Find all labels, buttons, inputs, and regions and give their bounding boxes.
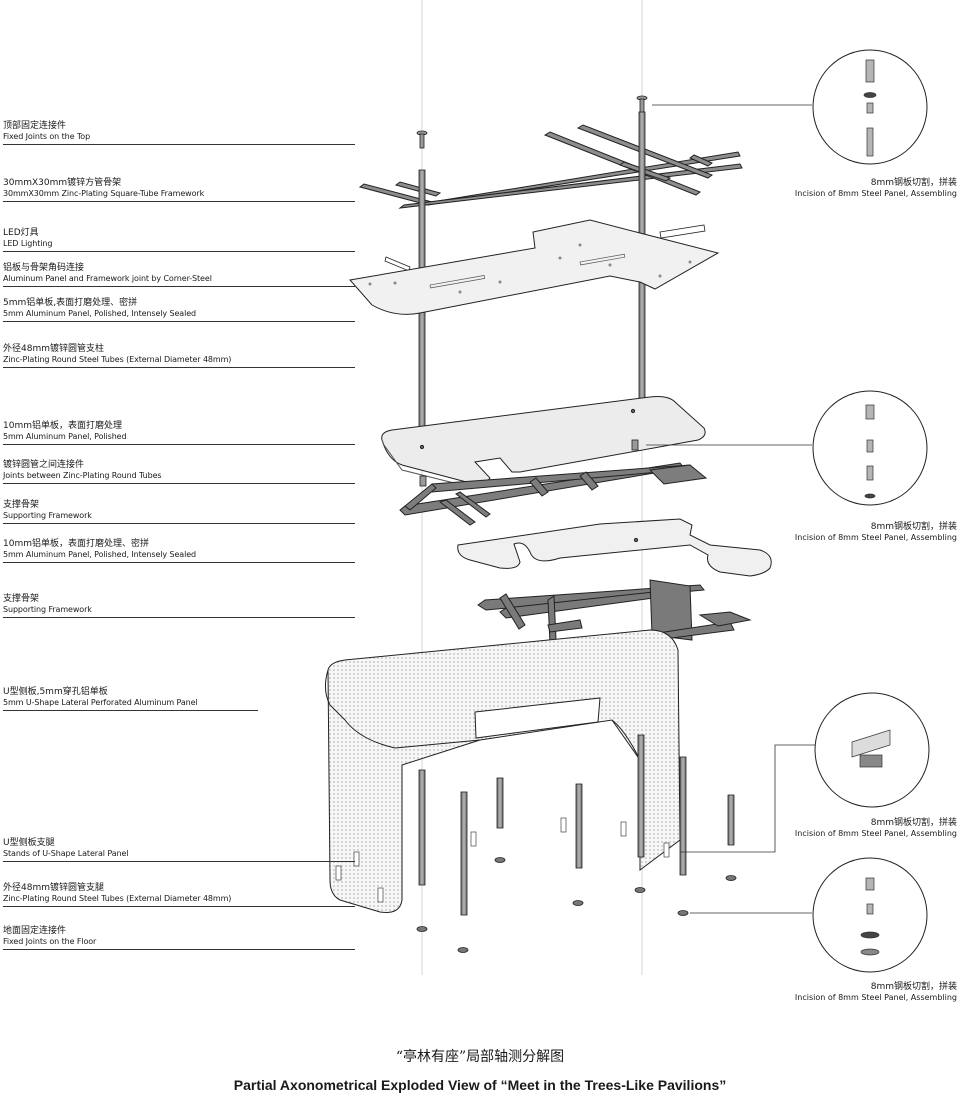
detail-zh: 8mm钢板切割，拼装 bbox=[870, 818, 957, 828]
label-en: Aluminum Panel and Framework joint by Co… bbox=[3, 274, 212, 283]
label-en: 5mm Aluminum Panel, Polished bbox=[3, 432, 127, 441]
label-supporting-framework-2: 支撑骨架 Supporting Framework bbox=[3, 594, 355, 618]
label-en: 5mm Aluminum Panel, Polished, Intensely … bbox=[3, 309, 197, 318]
label-en: 5mm Aluminum Panel, Polished, Intensely … bbox=[3, 550, 197, 559]
label-supporting-framework-1: 支撑骨架 Supporting Framework bbox=[3, 500, 355, 524]
detail-en: Incision of 8mm Steel Panel, Assembling bbox=[794, 189, 957, 198]
label-zh: 顶部固定连接件 bbox=[3, 121, 67, 131]
detail-leader-lines bbox=[646, 104, 815, 914]
label-zh: 10mm铝单板，表面打磨处理 bbox=[3, 421, 122, 431]
label-10mm-aluminum-panel: 10mm铝单板，表面打磨处理 5mm Aluminum Panel, Polis… bbox=[3, 421, 355, 445]
label-led-lighting: LED灯具 LED Lighting bbox=[3, 228, 355, 252]
detail-caption-2: 8mm钢板切割，拼装 Incision of 8mm Steel Panel, … bbox=[795, 522, 957, 543]
label-en: Joints between Zinc-Plating Round Tubes bbox=[3, 471, 162, 480]
label-u-shape-panel: U型侧板,5mm穿孔铝单板 5mm U-Shape Lateral Perfor… bbox=[3, 687, 258, 711]
detail-caption-4: 8mm钢板切割，拼装 Incision of 8mm Steel Panel, … bbox=[795, 982, 957, 1003]
label-en: Stands of U-Shape Lateral Panel bbox=[3, 849, 129, 858]
label-zh: 地面固定连接件 bbox=[3, 926, 67, 936]
label-en: Zinc-Plating Round Steel Tubes (External… bbox=[3, 355, 232, 364]
round-steel-legs bbox=[418, 734, 735, 916]
label-square-tube-framework: 30mmX30mm镀锌方管骨架 30mmX30mm Zinc-Plating S… bbox=[3, 178, 355, 202]
wave-aluminum-panel bbox=[457, 518, 772, 577]
label-en: 5mm U-Shape Lateral Perforated Aluminum … bbox=[3, 698, 198, 707]
label-round-steel-legs: 外径48mm镀锌圆管支腿 Zinc-Plating Round Steel Tu… bbox=[3, 883, 355, 907]
detail-en: Incision of 8mm Steel Panel, Assembling bbox=[794, 829, 957, 838]
label-zh: 铝板与骨架角码连接 bbox=[3, 263, 85, 273]
label-corner-steel-joint: 铝板与骨架角码连接 Aluminum Panel and Framework j… bbox=[3, 263, 355, 287]
detail-en: Incision of 8mm Steel Panel, Assembling bbox=[794, 533, 957, 542]
label-tube-joints: 镀锌圆管之间连接件 Joints between Zinc-Plating Ro… bbox=[3, 460, 355, 484]
label-zh: LED灯具 bbox=[3, 228, 39, 238]
detail-drawings bbox=[851, 59, 891, 956]
detail-zh: 8mm钢板切割，拼装 bbox=[870, 522, 957, 532]
label-zh: 支撑骨架 bbox=[3, 500, 40, 510]
label-en: Fixed Joints on the Top bbox=[3, 132, 91, 141]
label-en: LED Lighting bbox=[3, 239, 53, 248]
u-shape-perforated-panel bbox=[324, 629, 681, 913]
label-round-steel-columns: 外径48mm镀锌圆管支柱 Zinc-Plating Round Steel Tu… bbox=[3, 344, 355, 368]
label-5mm-aluminum-panel: 5mm铝单板,表面打磨处理、密拼 5mm Aluminum Panel, Pol… bbox=[3, 298, 355, 322]
supporting-framework-lower bbox=[477, 579, 752, 645]
label-en: Supporting Framework bbox=[3, 511, 92, 520]
label-zh: 外径48mm镀锌圆管支腿 bbox=[3, 883, 104, 893]
detail-en: Incision of 8mm Steel Panel, Assembling bbox=[794, 993, 957, 1002]
label-lateral-panel-stands: U型侧板支腿 Stands of U-Shape Lateral Panel bbox=[3, 838, 355, 862]
label-10mm-sealed-panel: 10mm铝单板，表面打磨处理、密拼 5mm Aluminum Panel, Po… bbox=[3, 539, 355, 563]
detail-zh: 8mm钢板切割，拼装 bbox=[870, 178, 957, 188]
figure-title: “亭林有座”局部轴测分解图 Partial Axonometrical Expl… bbox=[0, 1048, 960, 1094]
detail-caption-3: 8mm钢板切割，拼装 Incision of 8mm Steel Panel, … bbox=[795, 818, 957, 839]
label-en: Fixed Joints on the Floor bbox=[3, 937, 97, 946]
detail-zh: 8mm钢板切割，拼装 bbox=[870, 982, 957, 992]
label-en: Zinc-Plating Round Steel Tubes (External… bbox=[3, 894, 232, 903]
label-en: 30mmX30mm Zinc-Plating Square-Tube Frame… bbox=[3, 189, 205, 198]
floor-fixed-joints bbox=[416, 857, 737, 953]
tube-joints bbox=[419, 439, 639, 487]
label-floor-fixed-joints: 地面固定连接件 Fixed Joints on the Floor bbox=[3, 926, 355, 950]
label-zh: 外径48mm镀锌圆管支柱 bbox=[3, 344, 104, 354]
top-aluminum-panel bbox=[349, 219, 720, 315]
lateral-panel-stands bbox=[335, 817, 670, 903]
label-top-fixed-joints: 顶部固定连接件 Fixed Joints on the Top bbox=[3, 121, 355, 145]
label-zh: 30mmX30mm镀锌方管骨架 bbox=[3, 178, 122, 188]
detail-caption-1: 8mm钢板切割，拼装 Incision of 8mm Steel Panel, … bbox=[795, 178, 957, 199]
supporting-framework-upper bbox=[399, 462, 708, 526]
label-zh: U型侧板,5mm穿孔铝单板 bbox=[3, 687, 108, 697]
figure-title-zh: “亭林有座”局部轴测分解图 bbox=[395, 1049, 565, 1065]
label-en: Supporting Framework bbox=[3, 605, 92, 614]
top-square-tube-framework bbox=[358, 124, 743, 209]
label-zh: 5mm铝单板,表面打磨处理、密拼 bbox=[3, 298, 138, 308]
label-zh: U型侧板支腿 bbox=[3, 838, 55, 848]
figure-title-en: Partial Axonometrical Exploded View of “… bbox=[233, 1077, 727, 1093]
label-zh: 镀锌圆管之间连接件 bbox=[3, 460, 85, 470]
label-zh: 10mm铝单板，表面打磨处理、密拼 bbox=[3, 539, 149, 549]
label-zh: 支撑骨架 bbox=[3, 594, 40, 604]
